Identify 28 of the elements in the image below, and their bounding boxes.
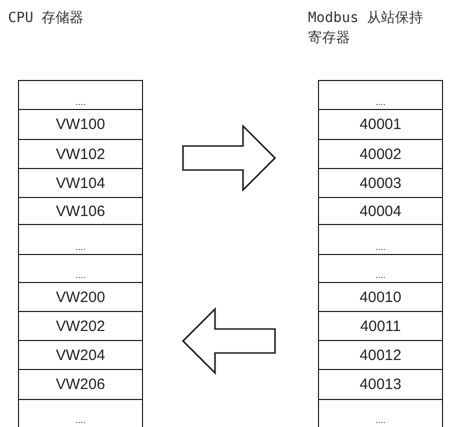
register-cell: .... xyxy=(18,225,143,255)
register-cell: VW206 xyxy=(18,370,143,400)
register-cell: VW106 xyxy=(18,198,143,225)
register-cell: VW200 xyxy=(18,283,143,312)
register-cell: 40011 xyxy=(318,312,443,341)
register-cell: .... xyxy=(318,400,443,427)
register-cell: VW104 xyxy=(18,169,143,198)
column-heading: Modbus 从站保持寄存器 xyxy=(308,9,424,48)
register-cell: 40013 xyxy=(318,370,443,400)
register-cell: .... xyxy=(318,255,443,283)
block-arrow xyxy=(182,124,276,192)
register-cell: .... xyxy=(318,225,443,255)
register-cell: 40002 xyxy=(318,140,443,169)
register-cell: 40004 xyxy=(318,198,443,225)
register-cell: VW102 xyxy=(18,140,143,169)
block-arrow xyxy=(182,307,276,375)
register-cell: .... xyxy=(318,80,443,110)
register-cell: 40001 xyxy=(318,110,443,140)
register-cell: VW204 xyxy=(18,341,143,370)
register-cell: .... xyxy=(18,255,143,283)
register-cell: VW100 xyxy=(18,110,143,140)
register-cell: 40003 xyxy=(318,169,443,198)
column-heading: CPU 存储器 xyxy=(8,9,85,28)
register-cell: VW202 xyxy=(18,312,143,341)
register-cell: 40010 xyxy=(318,283,443,312)
register-cell: .... xyxy=(18,400,143,427)
register-cell: .... xyxy=(18,80,143,110)
register-cell: 40012 xyxy=(318,341,443,370)
